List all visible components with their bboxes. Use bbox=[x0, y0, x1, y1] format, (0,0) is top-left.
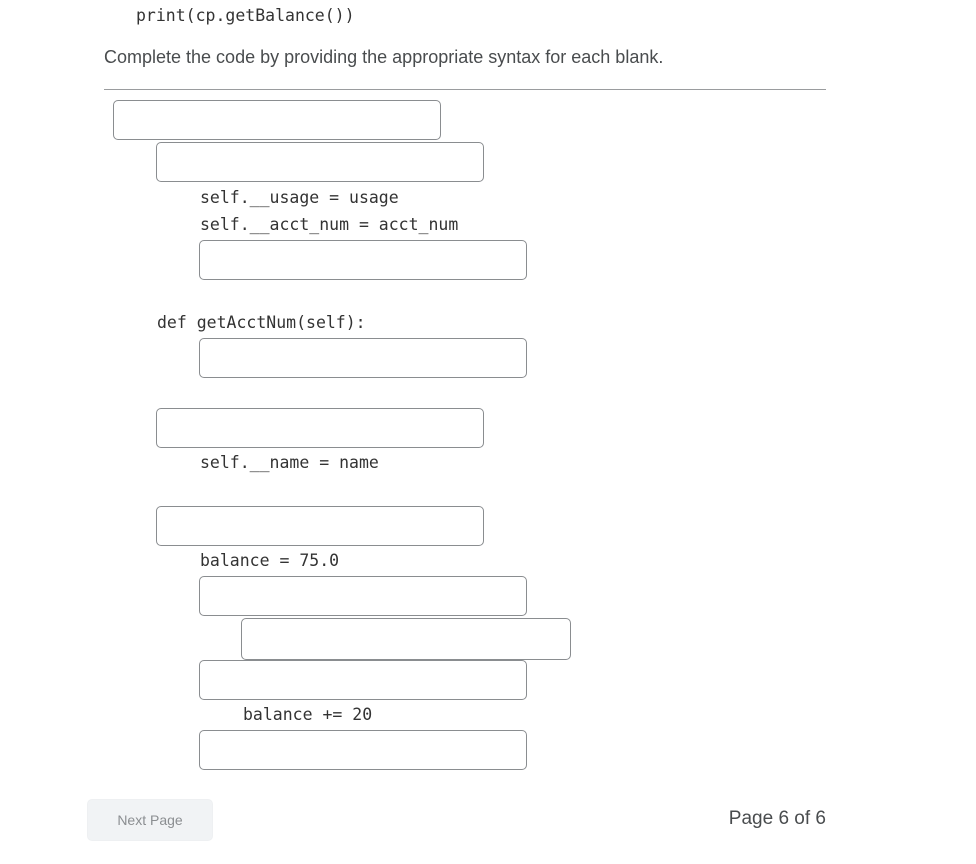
blank-input-4[interactable] bbox=[199, 338, 527, 378]
code-line-get-acct-num-def: def getAcctNum(self): bbox=[157, 313, 366, 332]
page-indicator: Page 6 of 6 bbox=[728, 808, 826, 829]
blank-input-8[interactable] bbox=[241, 618, 571, 660]
blank-input-7[interactable] bbox=[199, 576, 527, 616]
blank-input-5[interactable] bbox=[156, 408, 484, 448]
instructions-text: Complete the code by providing the appro… bbox=[104, 47, 664, 67]
next-page-button[interactable]: Next Page bbox=[87, 799, 213, 841]
blank-input-2[interactable] bbox=[156, 142, 484, 182]
blank-input-10[interactable] bbox=[199, 730, 527, 770]
code-line-print-balance: print(cp.getBalance()) bbox=[136, 6, 355, 25]
code-line-balance-increment: balance += 20 bbox=[243, 705, 373, 724]
divider bbox=[104, 89, 826, 90]
code-line-name-assign: self.__name = name bbox=[200, 453, 379, 472]
code-line-acct-num-assign: self.__acct_num = acct_num bbox=[200, 215, 459, 234]
blank-input-9[interactable] bbox=[199, 660, 527, 700]
blank-input-3[interactable] bbox=[199, 240, 527, 280]
code-line-usage-assign: self.__usage = usage bbox=[200, 188, 399, 207]
blank-input-6[interactable] bbox=[156, 506, 484, 546]
blank-input-1[interactable] bbox=[113, 100, 441, 140]
code-line-balance-init: balance = 75.0 bbox=[200, 551, 340, 570]
